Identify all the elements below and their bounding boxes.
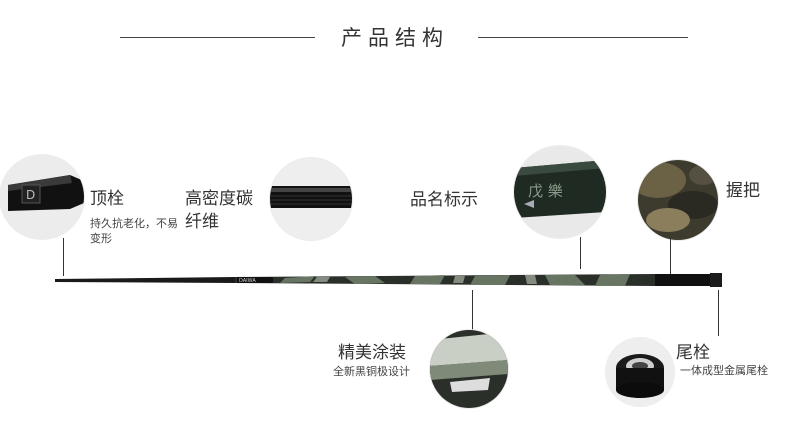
top-plug-label: 顶栓 bbox=[90, 189, 124, 209]
coating-label: 精美涂装 bbox=[338, 343, 406, 363]
coating-desc: 全新黑铜极设计 bbox=[333, 365, 410, 378]
top-plug-pointer bbox=[63, 238, 64, 276]
title-divider-right bbox=[478, 37, 688, 38]
coating-pointer bbox=[472, 290, 473, 332]
carbon-label-line1: 高密度碳 bbox=[185, 189, 253, 209]
carbon-label-line2: 纤维 bbox=[185, 212, 219, 232]
coating-image bbox=[430, 330, 508, 408]
grip-pointer bbox=[670, 239, 671, 274]
title-divider-left bbox=[120, 37, 315, 38]
svg-text:戊 樂: 戊 樂 bbox=[528, 182, 563, 200]
grip-label: 握把 bbox=[726, 181, 760, 201]
page-title: 产品结构 bbox=[341, 26, 449, 50]
grip-image bbox=[638, 160, 718, 240]
end-cap-image bbox=[606, 338, 674, 406]
carbon-fiber-image bbox=[270, 158, 352, 240]
top-plug-image: D bbox=[0, 155, 84, 239]
top-plug-desc: 持久抗老化，不易变形 bbox=[90, 217, 178, 245]
rod-brand-text: DAIWA bbox=[239, 278, 256, 284]
product-name-mark-label: 品名标示 bbox=[410, 190, 478, 210]
fishing-rod: DAIWA bbox=[55, 273, 722, 287]
product-name-mark-image: 戊 樂 bbox=[514, 146, 606, 238]
end-cap-label: 尾栓 bbox=[676, 343, 710, 363]
svg-text:D: D bbox=[26, 188, 35, 202]
end-cap-desc: 一体成型金属尾栓 bbox=[680, 364, 768, 377]
product-name-mark-pointer bbox=[580, 237, 581, 269]
end-cap-pointer bbox=[718, 290, 719, 336]
